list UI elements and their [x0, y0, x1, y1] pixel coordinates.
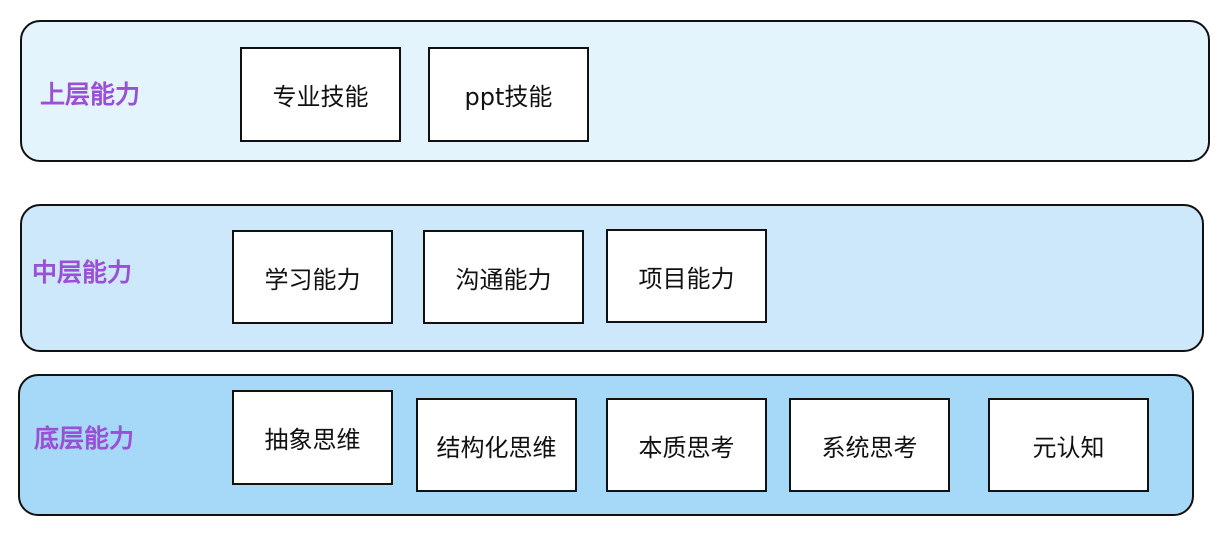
skill-box-essence-thinking: 本质思考 — [606, 398, 767, 492]
skill-box-abstract-thinking: 抽象思维 — [232, 390, 393, 485]
skill-box-metacognition: 元认知 — [988, 398, 1149, 492]
skill-box-communication: 沟通能力 — [423, 230, 584, 324]
skill-box-structured-thinking: 结构化思维 — [416, 398, 577, 492]
layer-upper-ability — [20, 20, 1210, 162]
skill-box-ppt: ppt技能 — [428, 47, 589, 142]
layer-title-middle: 中层能力 — [32, 258, 133, 287]
layer-title-bottom: 底层能力 — [34, 424, 135, 453]
skill-box-project: 项目能力 — [606, 229, 767, 323]
skill-box-systems-thinking: 系统思考 — [789, 398, 950, 492]
skill-box-learning: 学习能力 — [232, 230, 393, 324]
layer-title-upper: 上层能力 — [40, 80, 141, 109]
skill-box-professional: 专业技能 — [240, 47, 401, 142]
